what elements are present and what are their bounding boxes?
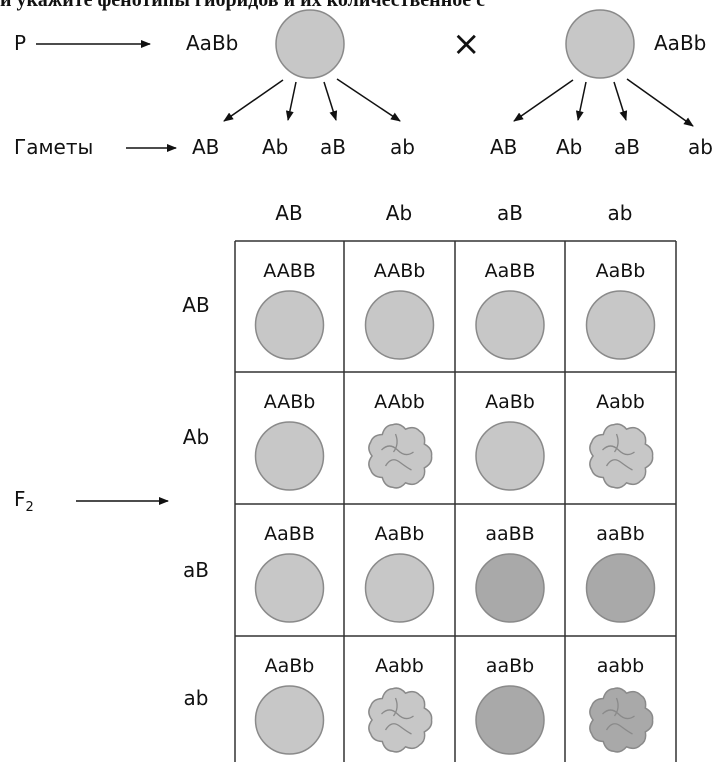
- column-header: ab: [608, 201, 633, 225]
- cell-genotype: AaBb: [375, 523, 425, 545]
- punnett-cell: AABb: [364, 260, 435, 360]
- seed-wrinkles: [381, 697, 414, 735]
- cell-genotype: AABb: [264, 391, 316, 413]
- round-seed: [585, 553, 656, 623]
- cell-genotype: AAbb: [374, 391, 425, 413]
- seed-wrinkles: [602, 433, 635, 471]
- round-seed: [475, 290, 545, 360]
- right-gamete-2: Ab: [556, 135, 582, 159]
- f2-label: F2: [14, 487, 34, 515]
- cell-genotype: AABb: [374, 260, 426, 282]
- row-header: Ab: [183, 425, 209, 449]
- row-header: AB: [182, 293, 209, 317]
- cell-genotype: Aabb: [596, 391, 645, 413]
- punnett-cell: aabb: [589, 655, 654, 753]
- punnett-cell: AaBb: [475, 391, 545, 491]
- punnett-cell: AaBb: [585, 260, 656, 360]
- punnett-cell: AaBb: [364, 523, 435, 623]
- cell-genotype: aabb: [597, 655, 644, 677]
- column-header: aB: [497, 201, 523, 225]
- wrinkled-seed: [368, 423, 433, 489]
- punnett-cell: aaBb: [475, 655, 545, 755]
- cell-genotype: AaBb: [485, 391, 535, 413]
- cell-genotype: aaBb: [486, 655, 534, 677]
- cell-genotype: AaBB: [264, 523, 315, 545]
- gametes-label: Гаметы: [14, 135, 93, 159]
- punnett-cell: AaBb: [254, 655, 325, 755]
- punnett-cell: aaBB: [475, 523, 545, 623]
- right-parent-seed: [565, 9, 635, 79]
- row-header: ab: [184, 686, 209, 710]
- seed-wrinkles: [602, 697, 635, 735]
- right-gamete-1: AB: [490, 135, 517, 159]
- header-text: и укажите фенотипы гибридов и их количес…: [0, 0, 485, 11]
- punnett-cell: aaBb: [585, 523, 656, 623]
- row-header: aB: [183, 558, 209, 582]
- wrinkled-seed: [368, 687, 433, 753]
- punnett-cell: AaBB: [475, 260, 545, 360]
- cell-genotype: aaBb: [596, 523, 644, 545]
- cross-symbol: ×: [452, 24, 481, 64]
- round-seed: [254, 290, 325, 360]
- parent-label: P: [14, 31, 26, 55]
- round-seed: [475, 553, 545, 623]
- round-seed: [585, 290, 656, 360]
- column-header: Ab: [386, 201, 412, 225]
- round-seed: [364, 553, 435, 623]
- right-parent-genotype: AaBb: [654, 31, 706, 55]
- right-gamete-3: aB: [614, 135, 640, 159]
- cell-genotype: AaBB: [485, 260, 536, 282]
- cell-genotype: Aabb: [375, 655, 424, 677]
- punnett-cell: AaBB: [254, 523, 325, 623]
- left-gamete-4: ab: [390, 135, 415, 159]
- round-seed: [254, 553, 325, 623]
- punnett-grid: [234, 240, 677, 762]
- cell-genotype: aaBB: [485, 523, 534, 545]
- punnett-cell: AAbb: [368, 391, 433, 489]
- punnett-cell: AABB: [254, 260, 325, 360]
- column-header: AB: [275, 201, 302, 225]
- cell-genotype: AABB: [263, 260, 316, 282]
- punnett-cell: Aabb: [368, 655, 433, 753]
- cell-genotype: AaBb: [596, 260, 646, 282]
- left-gamete-2: Ab: [262, 135, 288, 159]
- cell-genotype: AaBb: [265, 655, 315, 677]
- round-seed: [254, 421, 325, 491]
- wrinkled-seed: [589, 423, 654, 489]
- left-parent-genotype: AaBb: [186, 31, 238, 55]
- round-seed: [364, 290, 435, 360]
- left-parent-seed: [275, 9, 345, 79]
- seed-wrinkles: [381, 433, 414, 471]
- left-gamete-3: aB: [320, 135, 346, 159]
- round-seed: [254, 685, 325, 755]
- wrinkled-seed: [589, 687, 654, 753]
- round-seed: [475, 685, 545, 755]
- round-seed: [475, 421, 545, 491]
- punnett-cell: AABb: [254, 391, 325, 491]
- left-gamete-1: AB: [192, 135, 219, 159]
- gamete-arrows: [223, 78, 694, 127]
- punnett-cell: Aabb: [589, 391, 654, 489]
- right-gamete-4: ab: [688, 135, 713, 159]
